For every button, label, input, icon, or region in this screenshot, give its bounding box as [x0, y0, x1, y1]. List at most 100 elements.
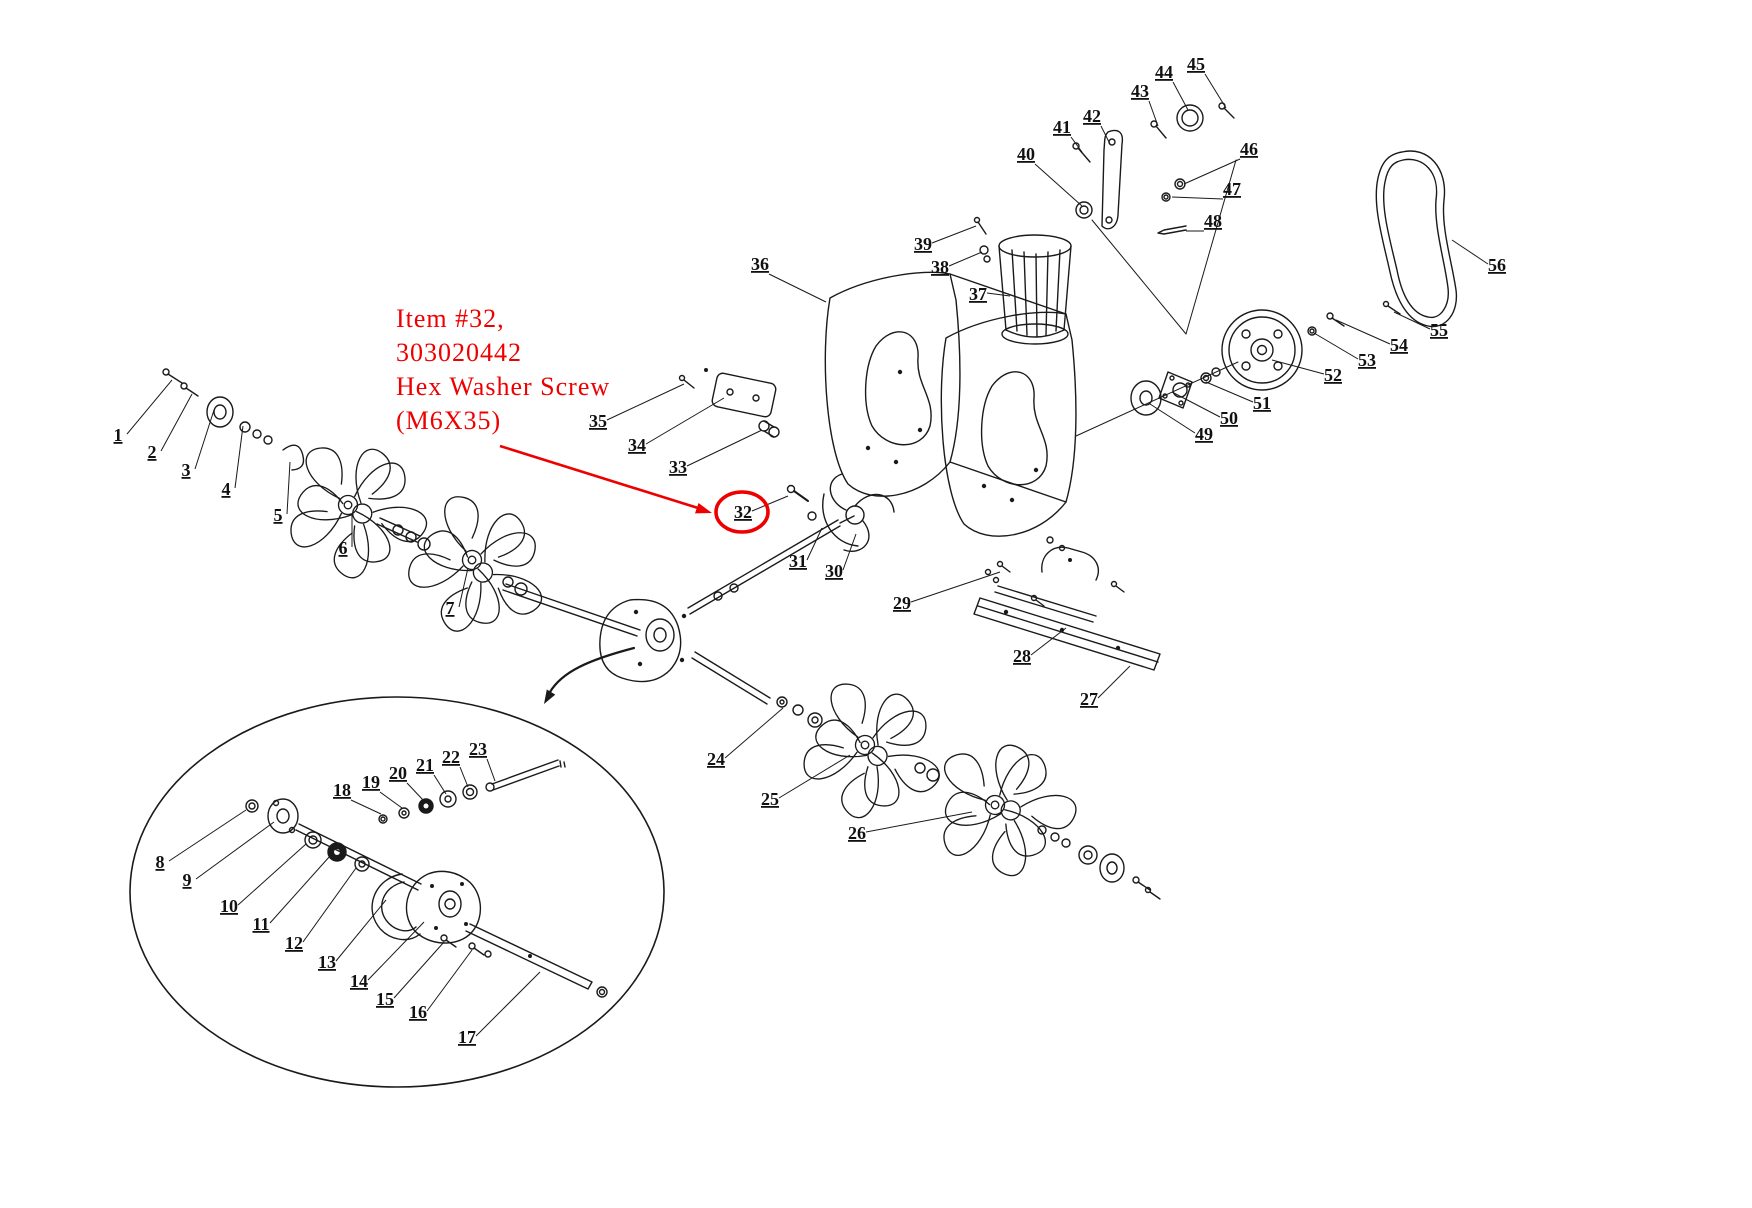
leader-line	[865, 811, 973, 833]
leader-line	[393, 941, 445, 999]
part-number-label: 2	[148, 442, 157, 462]
leader-line	[302, 867, 357, 943]
leader-line	[194, 409, 215, 470]
part-number-label: 1	[114, 425, 123, 445]
impeller	[822, 473, 895, 552]
leader-line	[778, 754, 851, 799]
skid-bar-assembly	[973, 546, 1161, 671]
part-number-label: 25	[761, 789, 779, 809]
part-number-label: 8	[156, 852, 165, 872]
detail-view	[129, 696, 665, 1088]
leader-line	[842, 533, 857, 571]
leader-line	[335, 899, 387, 962]
leader-line	[1393, 311, 1431, 330]
leader-line	[433, 774, 447, 795]
mount-bracket	[678, 368, 780, 438]
part-number-label: 13	[318, 952, 336, 972]
part-number-label: 53	[1358, 350, 1376, 370]
leader-line	[606, 383, 685, 421]
leader-line	[806, 527, 823, 561]
leader-line	[459, 766, 469, 788]
part-number-label: 24	[707, 749, 725, 769]
leader-line	[910, 571, 1001, 603]
top-fasteners	[973, 102, 1237, 335]
part-number-label: 14	[350, 971, 368, 991]
hex-washer-screw-32	[786, 484, 817, 521]
part-number-label: 51	[1253, 393, 1271, 413]
leader-line	[426, 949, 473, 1012]
annotation-arrowhead-icon	[695, 503, 712, 514]
part-number-label: 23	[469, 739, 487, 759]
part-number-label: 18	[333, 780, 351, 800]
auger-housing	[824, 271, 1077, 552]
part-number-label: 28	[1013, 646, 1031, 666]
leader-line	[1097, 665, 1131, 699]
part-number-label: 48	[1204, 211, 1222, 231]
part-number-label: 12	[285, 933, 303, 953]
leader-line	[126, 379, 173, 435]
leader-line	[645, 397, 725, 445]
annotation-line: (M6X35)	[396, 406, 502, 435]
annotation-arrow	[499, 444, 699, 510]
part-number-label: 44	[1155, 62, 1173, 82]
leader-line	[286, 461, 291, 515]
leader-line	[458, 567, 469, 608]
leader-line	[195, 821, 275, 880]
part-number-label: 6	[339, 538, 348, 558]
leader-line	[986, 292, 1011, 297]
part-number-label: 55	[1430, 320, 1448, 340]
part-number-label: 26	[848, 823, 866, 843]
part-number-label: 45	[1187, 54, 1205, 74]
gearbox	[599, 598, 771, 705]
leader-line	[931, 225, 977, 244]
part-number-label: 56	[1488, 255, 1506, 275]
part-annotation: Item #32, 303020442 Hex Washer Screw (M6…	[396, 302, 610, 438]
bearing-and-pulley	[1075, 300, 1401, 437]
leader-line	[406, 782, 425, 802]
leader-line	[1451, 239, 1489, 265]
leader-line	[1034, 163, 1083, 207]
leader-line	[1172, 81, 1189, 111]
part-number-label: 43	[1131, 81, 1149, 101]
leader-line	[1271, 359, 1325, 375]
part-number-label: 11	[252, 914, 269, 934]
leader-line	[1149, 403, 1196, 434]
leader-line	[486, 758, 496, 782]
part-number-label: 41	[1053, 117, 1071, 137]
part-number-label: 5	[274, 505, 283, 525]
leader-line	[1313, 332, 1359, 360]
chute-base	[998, 234, 1072, 345]
left-fastener-row	[162, 368, 305, 471]
part-number-label: 30	[825, 561, 843, 581]
drive-belt	[1375, 150, 1458, 328]
auger-shaft	[502, 515, 855, 637]
part-number-label: 20	[389, 763, 407, 783]
annotation-graphics	[499, 444, 770, 534]
leader-line	[686, 429, 763, 467]
right-auger-assemblies	[776, 662, 1161, 906]
leader-line	[168, 809, 247, 862]
leader-line	[379, 791, 403, 809]
leader-line	[948, 251, 983, 267]
leader-line	[367, 921, 425, 981]
part-number-label: 35	[589, 411, 607, 431]
leader-line	[1205, 381, 1254, 403]
part-number-label: 19	[362, 772, 380, 792]
part-number-label: 15	[376, 989, 394, 1009]
left-auger-assemblies	[282, 433, 585, 674]
part-number-label: 38	[931, 257, 949, 277]
part-number-label: 49	[1195, 424, 1213, 444]
leader-line	[160, 393, 193, 452]
part-number-label: 52	[1324, 365, 1342, 385]
leader-line	[1171, 391, 1221, 418]
part-number-label: 16	[409, 1002, 427, 1022]
part-number-label: 54	[1390, 335, 1408, 355]
leader-line	[1070, 136, 1083, 153]
part-number-label: 50	[1220, 408, 1238, 428]
part-number-label: 4	[222, 479, 231, 499]
part-number-label: 34	[628, 435, 646, 455]
part-number-label: 36	[751, 254, 769, 274]
part-number-label: 17	[458, 1027, 476, 1047]
